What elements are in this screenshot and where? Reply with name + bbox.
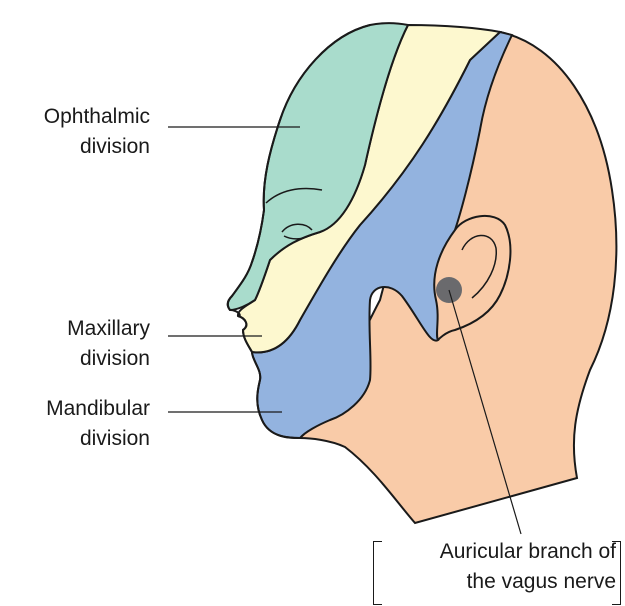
maxillary-label-line2: division bbox=[0, 344, 150, 374]
mandibular-label-line2: division bbox=[0, 424, 150, 454]
mandibular-division-label: Mandibular division bbox=[0, 394, 150, 454]
ophthalmic-division-label: Ophthalmic division bbox=[0, 102, 150, 162]
maxillary-division-label: Maxillary division bbox=[0, 314, 150, 374]
ophthalmic-label-line2: division bbox=[0, 132, 150, 162]
ophthalmic-label-line1: Ophthalmic bbox=[0, 102, 150, 132]
maxillary-label-line1: Maxillary bbox=[0, 314, 150, 344]
auricular-label-line1: Auricular branch of bbox=[376, 537, 616, 567]
auricular-label-line2: the vagus nerve bbox=[376, 567, 616, 597]
mandibular-label-line1: Mandibular bbox=[0, 394, 150, 424]
auricular-branch-label: Auricular branch of the vagus nerve bbox=[376, 537, 616, 597]
